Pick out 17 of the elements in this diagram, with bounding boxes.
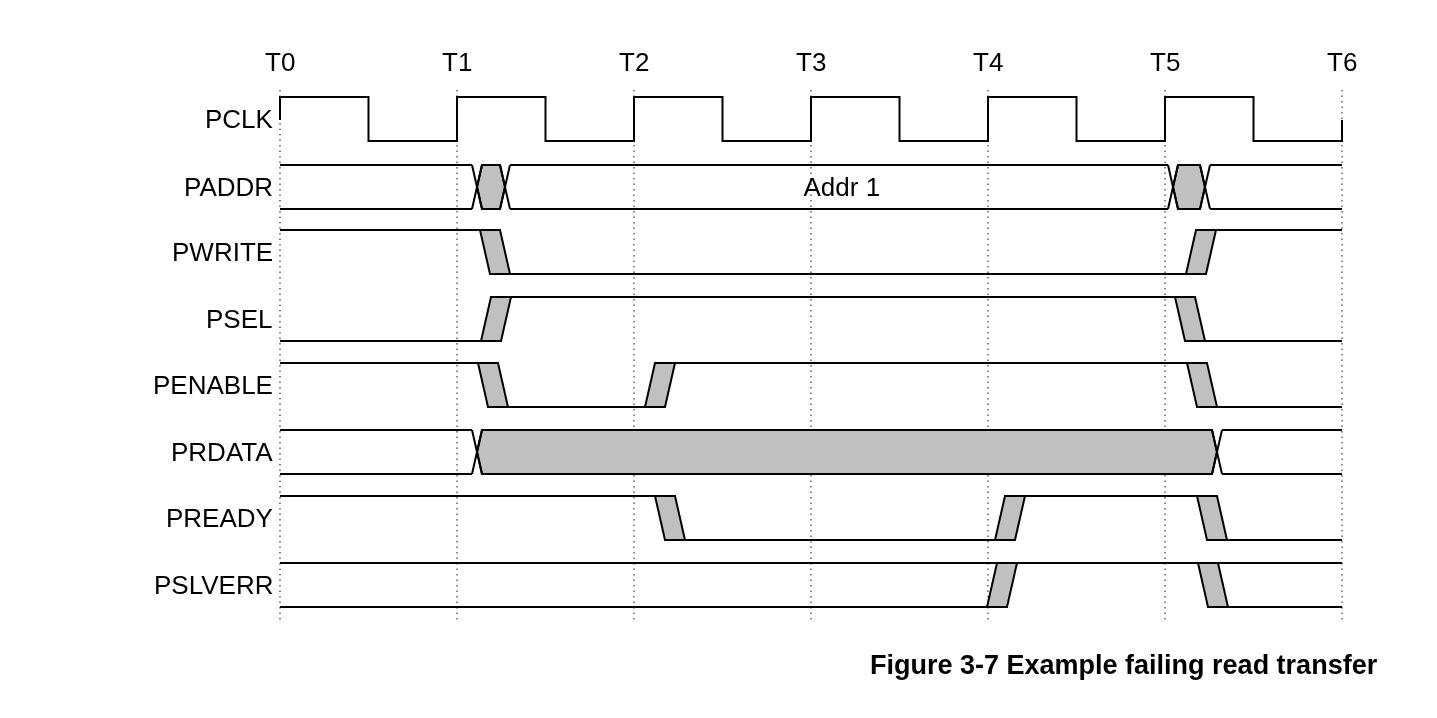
signal-name: PSEL (206, 304, 273, 334)
time-marker-label: T6 (1327, 47, 1358, 77)
signal-name: PCLK (205, 104, 273, 134)
time-marker-label: T1 (442, 47, 473, 77)
figure-caption: Figure 3-7 Example failing read transfer (870, 650, 1378, 680)
signal-name: PSLVERR (154, 570, 274, 600)
signal-name: PENABLE (153, 370, 273, 400)
time-marker-label: T2 (619, 47, 650, 77)
time-marker-label: T3 (796, 47, 827, 77)
signal-name: PRDATA (171, 437, 273, 467)
signal-name: PREADY (166, 503, 273, 533)
signal-name: PWRITE (172, 237, 274, 267)
time-marker-label: T4 (973, 47, 1004, 77)
time-marker-label: T5 (1150, 47, 1181, 77)
signal-name: PADDR (184, 172, 274, 202)
time-marker-label: T0 (265, 47, 296, 77)
bus-value-label: Addr 1 (803, 172, 881, 202)
